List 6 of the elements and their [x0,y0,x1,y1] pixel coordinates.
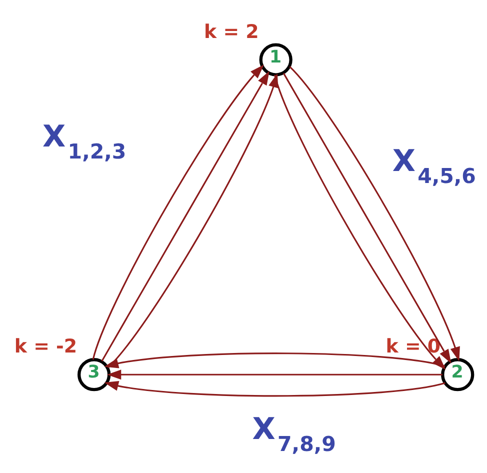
node-label: k = 0 [386,335,441,358]
edge-label: X$_{4,5,6}$ [392,144,476,188]
node-label: k = 2 [204,20,259,42]
node-label: k = -2 [14,335,78,358]
edge-label: X$_{1,2,3}$ [42,118,126,163]
edge-label: X$_{7,8,9}$ [252,411,336,456]
